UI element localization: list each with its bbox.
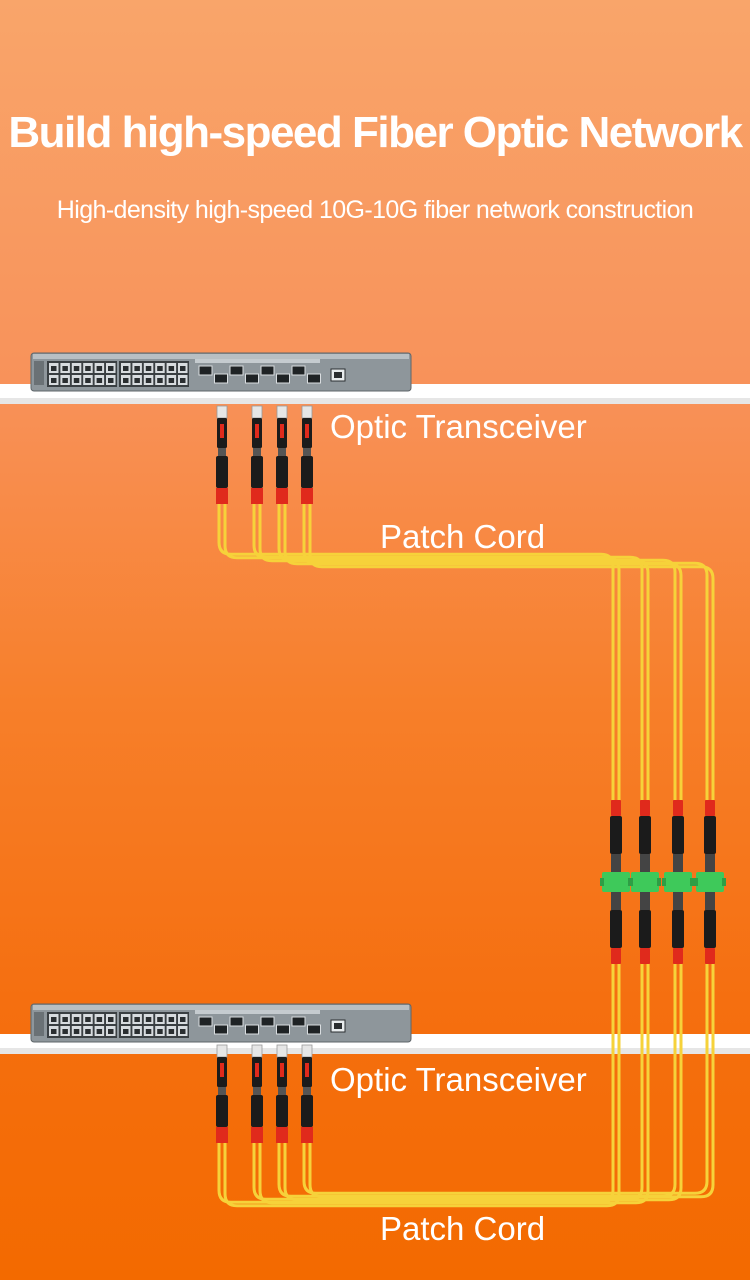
sfp-port bbox=[245, 373, 259, 384]
lc-connector-boot bbox=[276, 1095, 288, 1127]
sfp-port bbox=[291, 1016, 306, 1027]
lc-connector-boot bbox=[251, 1095, 263, 1127]
lc-adapter-icon bbox=[696, 872, 724, 892]
lc-connector-tip bbox=[276, 488, 288, 504]
lc-connector-boot bbox=[704, 816, 716, 854]
patch-cord-bottom bbox=[302, 964, 709, 1195]
sfp-port bbox=[229, 365, 244, 376]
top-patch-cord-label: Patch Cord bbox=[380, 518, 546, 555]
top-transceivers bbox=[216, 405, 313, 504]
bottom-network-switch-icon bbox=[30, 1003, 412, 1043]
lc-connector-tip bbox=[301, 488, 313, 504]
sfp-port bbox=[214, 373, 228, 384]
sfp-port bbox=[198, 1016, 213, 1027]
bottom-transceivers bbox=[216, 1044, 313, 1143]
lc-adapter-icon bbox=[631, 872, 659, 892]
lc-adapter-icon bbox=[664, 872, 692, 892]
sfp-port bbox=[229, 1016, 244, 1027]
lc-connector-boot bbox=[251, 456, 263, 488]
lc-connector-tip bbox=[276, 1127, 288, 1143]
lc-connector-boot bbox=[672, 910, 684, 948]
sfp-port bbox=[245, 1024, 259, 1035]
rj45-block bbox=[47, 1012, 117, 1038]
lc-connector-tip bbox=[640, 948, 650, 964]
sfp-port bbox=[198, 365, 213, 376]
lc-connector-tip bbox=[673, 948, 683, 964]
lc-connector-boot bbox=[301, 1095, 313, 1127]
sfp-transceiver-icon bbox=[276, 405, 288, 419]
sfp-port bbox=[307, 1024, 321, 1035]
lc-connector-boot bbox=[704, 910, 716, 948]
rj45-block bbox=[119, 361, 189, 387]
lc-connector-tip bbox=[216, 488, 228, 504]
patch-cord-bottom bbox=[308, 964, 715, 1199]
lc-connector-boot bbox=[276, 456, 288, 488]
page-subtitle: High-density high-speed 10G-10G fiber ne… bbox=[56, 196, 694, 224]
lc-connector-boot bbox=[216, 456, 228, 488]
lc-connector-boot bbox=[610, 816, 622, 854]
lc-connector-boot bbox=[672, 816, 684, 854]
lc-connector-tip bbox=[673, 800, 683, 816]
sfp-transceiver-icon bbox=[276, 1044, 288, 1058]
lc-connector-boot bbox=[639, 816, 651, 854]
lc-connector-tip bbox=[640, 800, 650, 816]
lc-connector-tip bbox=[705, 800, 715, 816]
patch-cords bbox=[217, 504, 715, 1208]
top-transceiver-label: Optic Transceiver bbox=[330, 408, 587, 445]
patch-cord-top bbox=[308, 504, 715, 800]
sfp-port bbox=[214, 1024, 228, 1035]
lc-adapter-icon bbox=[602, 872, 630, 892]
sfp-transceiver-icon bbox=[301, 1044, 313, 1058]
lc-connector-tip bbox=[611, 948, 621, 964]
sfp-port bbox=[291, 365, 306, 376]
sfp-transceiver-icon bbox=[251, 1044, 263, 1058]
sfp-port bbox=[276, 1024, 290, 1035]
top-network-switch-icon bbox=[30, 352, 412, 392]
sfp-port bbox=[276, 373, 290, 384]
bottom-transceiver-label: Optic Transceiver bbox=[330, 1061, 587, 1098]
lc-connector-tip bbox=[251, 488, 263, 504]
lc-connector-boot bbox=[639, 910, 651, 948]
lc-connector-boot bbox=[301, 456, 313, 488]
page-title: Build high-speed Fiber Optic Network bbox=[8, 108, 743, 157]
lc-adapters bbox=[600, 800, 726, 964]
sfp-transceiver-icon bbox=[301, 405, 313, 419]
lc-connector-tip bbox=[611, 800, 621, 816]
lc-connector-tip bbox=[216, 1127, 228, 1143]
lc-connector-tip bbox=[251, 1127, 263, 1143]
rj45-block bbox=[47, 361, 117, 387]
sfp-transceiver-icon bbox=[251, 405, 263, 419]
sfp-port bbox=[260, 365, 275, 376]
lc-connector-boot bbox=[610, 910, 622, 948]
sfp-transceiver-icon bbox=[216, 1044, 228, 1058]
lc-connector-tip bbox=[301, 1127, 313, 1143]
bottom-patch-cord-label: Patch Cord bbox=[380, 1210, 546, 1247]
sfp-port bbox=[307, 373, 321, 384]
sfp-port bbox=[260, 1016, 275, 1027]
lc-connector-tip bbox=[705, 948, 715, 964]
lc-connector-boot bbox=[216, 1095, 228, 1127]
sfp-transceiver-icon bbox=[216, 405, 228, 419]
rj45-block bbox=[119, 1012, 189, 1038]
patch-cord-top bbox=[302, 504, 709, 800]
